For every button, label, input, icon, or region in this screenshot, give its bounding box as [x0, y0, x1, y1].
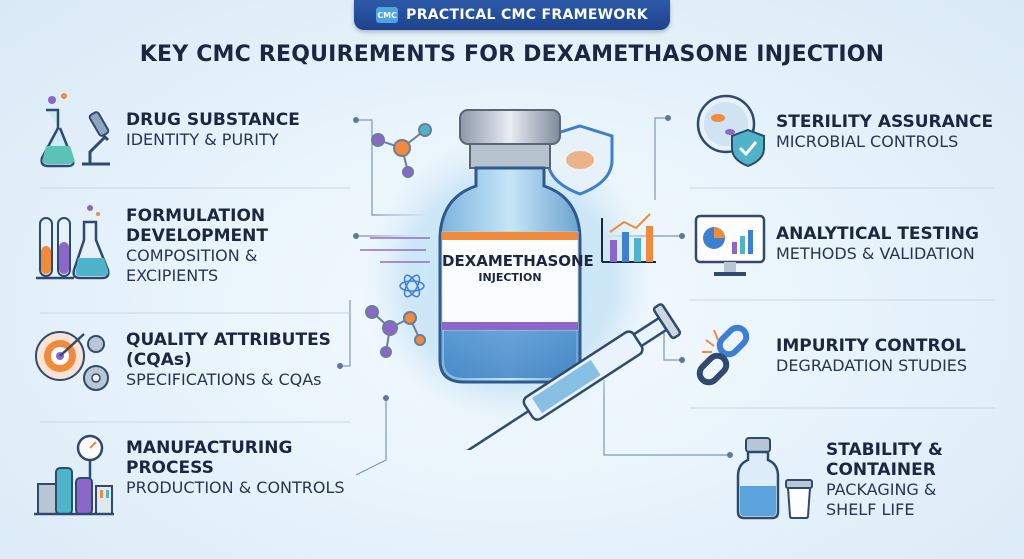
card-heading-line2: PROCESS — [126, 458, 214, 478]
vial-label-line2: INJECTION — [478, 271, 542, 284]
vial-illustration — [360, 109, 682, 450]
card-subtitle: IDENTITY & PURITY — [126, 130, 279, 149]
page-title: KEY CMC REQUIREMENTS FOR DEXAMETHASONE I… — [139, 42, 885, 67]
card-subtitle-line2: EXCIPIENTS — [126, 266, 219, 285]
vial-icon — [438, 109, 582, 384]
banner-text: PRACTICAL CMC FRAMEWORK — [406, 7, 648, 23]
broken-chain-icon — [696, 324, 750, 386]
card-drug-substance: DRUG SUBSTANCE IDENTITY & PURITY — [34, 88, 354, 178]
card-analytical-testing: ANALYTICAL TESTING METHODS & VALIDATION — [694, 208, 1014, 298]
card-heading-line1: MANUFACTURING — [126, 438, 293, 458]
card-impurity-control: IMPURITY CONTROL DEGRADATION STUDIES — [694, 318, 1014, 404]
card-subtitle-line1: PACKAGING & — [826, 480, 937, 499]
card-subtitle: PRODUCTION & CONTROLS — [126, 478, 345, 497]
card-heading: DRUG SUBSTANCE — [126, 110, 300, 130]
card-heading-line2: (CQAs) — [126, 350, 192, 370]
card-heading-line2: DEVELOPMENT — [126, 226, 268, 246]
card-heading-line1: FORMULATION — [126, 206, 266, 226]
vial-label: DEXAMETHASONE INJECTION — [442, 252, 594, 286]
factory-icon — [34, 434, 114, 516]
molecule-icon — [371, 123, 432, 178]
molecule-icon — [365, 305, 426, 358]
card-sterility-assurance: STERILITY ASSURANCE MICROBIAL CONTROLS — [694, 90, 1014, 180]
cmc-logo-icon: CMC — [376, 7, 399, 23]
card-heading-line1: QUALITY ATTRIBUTES — [126, 330, 331, 350]
vial-container-icon — [736, 437, 813, 520]
card-heading: STERILITY ASSURANCE — [776, 112, 994, 132]
card-formulation-development: FORMULATION DEVELOPMENT COMPOSITION & EX… — [34, 198, 354, 308]
card-subtitle-line2: SHELF LIFE — [826, 500, 915, 519]
card-subtitle: DEGRADATION STUDIES — [776, 356, 968, 375]
card-heading-line2: CONTAINER — [826, 460, 936, 480]
card-heading: IMPURITY CONTROL — [776, 336, 966, 356]
atom-icon — [399, 274, 425, 298]
card-heading: ANALYTICAL TESTING — [776, 224, 979, 244]
vial-label-line1: DEXAMETHASONE — [442, 252, 594, 270]
card-quality-attributes: QUALITY ATTRIBUTES (CQAs) SPECIFICATIONS… — [34, 320, 354, 415]
card-manufacturing-process: MANUFACTURING PROCESS PRODUCTION & CONTR… — [34, 428, 374, 528]
card-stability-container: STABILITY & CONTAINER PACKAGING & SHELF … — [730, 430, 1020, 535]
card-subtitle-line1: COMPOSITION & — [126, 246, 258, 265]
card-subtitle: METHODS & VALIDATION — [776, 244, 975, 263]
test-tubes-icon — [36, 205, 110, 280]
monitor-chart-icon — [694, 214, 766, 276]
card-subtitle: SPECIFICATIONS & CQAs — [126, 370, 322, 389]
framework-banner: CMC PRACTICAL CMC FRAMEWORK — [354, 0, 670, 30]
flask-microscope-icon — [40, 93, 110, 168]
syringe-icon — [460, 303, 682, 450]
card-subtitle: MICROBIAL CONTROLS — [776, 132, 959, 151]
petri-dish-shield-icon — [696, 94, 765, 168]
bar-chart-icon — [601, 213, 656, 263]
card-heading-line1: STABILITY & — [826, 440, 943, 460]
target-gears-icon — [35, 331, 109, 391]
